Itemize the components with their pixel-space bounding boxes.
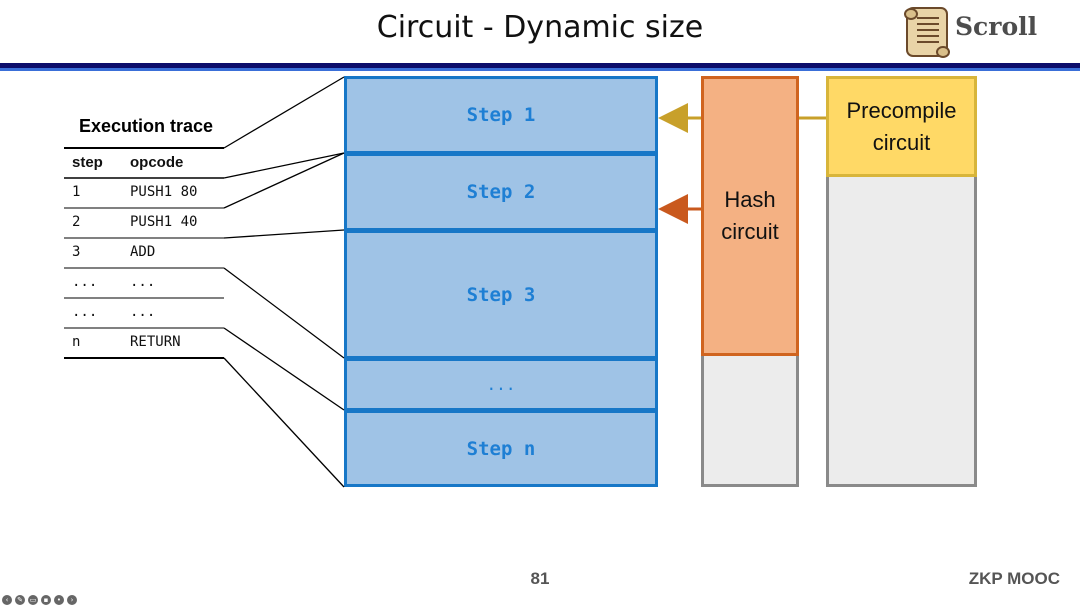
camera-icon[interactable]: ▪	[41, 595, 51, 605]
captions-icon[interactable]: ▭	[28, 595, 38, 605]
trace-opcode: ADD	[130, 244, 156, 260]
trace-header-opcode: opcode	[130, 154, 184, 171]
page-number: 81	[530, 569, 550, 588]
table-row: ... ...	[64, 298, 224, 328]
mapping-line	[223, 152, 345, 179]
trace-opcode: RETURN	[130, 334, 181, 350]
trace-opcode: PUSH1 80	[130, 184, 198, 200]
table-row: 1 PUSH1 80	[64, 178, 224, 208]
pen-icon[interactable]: ✎	[15, 595, 25, 605]
trace-opcode: PUSH1 40	[130, 214, 198, 230]
step-box: Step 3	[344, 230, 658, 359]
trace-step: ...	[72, 274, 98, 290]
precompile-circuit-label-1: Precompile	[846, 97, 957, 123]
scroll-logo-icon	[904, 7, 950, 58]
table-row: n RETURN	[64, 328, 224, 358]
hash-circuit-unused	[701, 356, 799, 487]
trace-step: 3	[72, 244, 81, 260]
step-box-ellipsis: ...	[344, 358, 658, 411]
forward-icon[interactable]: ›	[67, 595, 77, 605]
mapping-line	[223, 76, 345, 149]
mapping-line	[223, 229, 345, 239]
footer-brand: ZKP MOOC	[968, 569, 1060, 588]
more-icon[interactable]: •	[54, 595, 64, 605]
hash-circuit-label-2: circuit	[721, 219, 779, 244]
mapping-line	[223, 267, 345, 359]
trace-step: ...	[72, 304, 98, 320]
mapping-line	[223, 327, 345, 411]
presentation-controls: ‹ ✎ ▭ ▪ • ›	[2, 595, 77, 607]
trace-step: n	[72, 334, 81, 350]
trace-step: 1	[72, 184, 81, 200]
precompile-circuit-label-2: circuit	[872, 129, 931, 155]
header-divider	[0, 63, 1080, 68]
hash-circuit: Hash circuit	[701, 76, 799, 356]
mapping-line	[223, 357, 345, 488]
trace-opcode: ...	[130, 274, 156, 290]
trace-header-step: step	[72, 154, 103, 171]
hash-circuit-label-1: Hash	[724, 187, 776, 213]
step-box: Step 1	[344, 76, 658, 154]
header-divider-accent	[0, 68, 1080, 71]
back-icon[interactable]: ‹	[2, 595, 12, 605]
trace-title: Execution trace	[78, 116, 214, 136]
trace-step: 2	[72, 214, 81, 230]
precompile-circuit: Precompile circuit	[826, 76, 977, 177]
step-box: Step 2	[344, 153, 658, 231]
table-row: 2 PUSH1 40	[64, 208, 224, 238]
logo-text: Scroll	[955, 12, 1038, 41]
mapping-line	[223, 152, 345, 209]
step-box: Step n	[344, 410, 658, 487]
trace-header-row: step opcode	[64, 148, 224, 178]
precompile-circuit-unused	[826, 177, 977, 487]
table-row: ... ...	[64, 268, 224, 298]
trace-opcode: ...	[130, 304, 156, 320]
table-row: 3 ADD	[64, 238, 224, 268]
page-title: Circuit - Dynamic size	[376, 10, 704, 45]
